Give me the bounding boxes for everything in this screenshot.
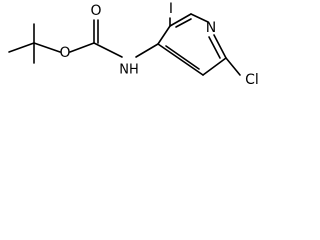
bond-quaternary-to-oxygen [33,42,61,53]
tert-butyl-carbamate-structure: I N Cl NH O O [8,1,259,88]
bond-ring-n-c6 [213,34,227,59]
chemical-structure-canvas: I N Cl NH O O [0,0,290,107]
bond-carbonyl-to-nh [93,42,123,58]
bond-ring-inner-n-c6 [208,36,221,59]
bond-ring-inner-c4-c5 [165,45,200,70]
bond-ring-c5-c4 [157,43,204,76]
bond-ring-c2-n [190,13,209,23]
bond-ring-c6-c5 [202,57,227,76]
bond-ring-to-chlorine [225,57,241,76]
atom-label-amide-nitrogen: NH [119,63,139,78]
bond-oxygen-to-carbonyl [69,42,95,53]
atom-label-chlorine: Cl [245,72,259,88]
bond-ring-c4-c3 [157,25,171,45]
bond-ring-c3-c2 [169,13,192,27]
bond-nh-to-ring [135,43,159,58]
atom-label-ester-oxygen: O [59,45,70,61]
bond-ring-inner-c3-c2 [175,18,192,28]
atom-label-ring-nitrogen: N [206,20,216,36]
bond-methyl-left [8,42,35,53]
atom-label-iodine: I [169,1,173,17]
atom-label-carbonyl-oxygen: O [90,3,101,19]
